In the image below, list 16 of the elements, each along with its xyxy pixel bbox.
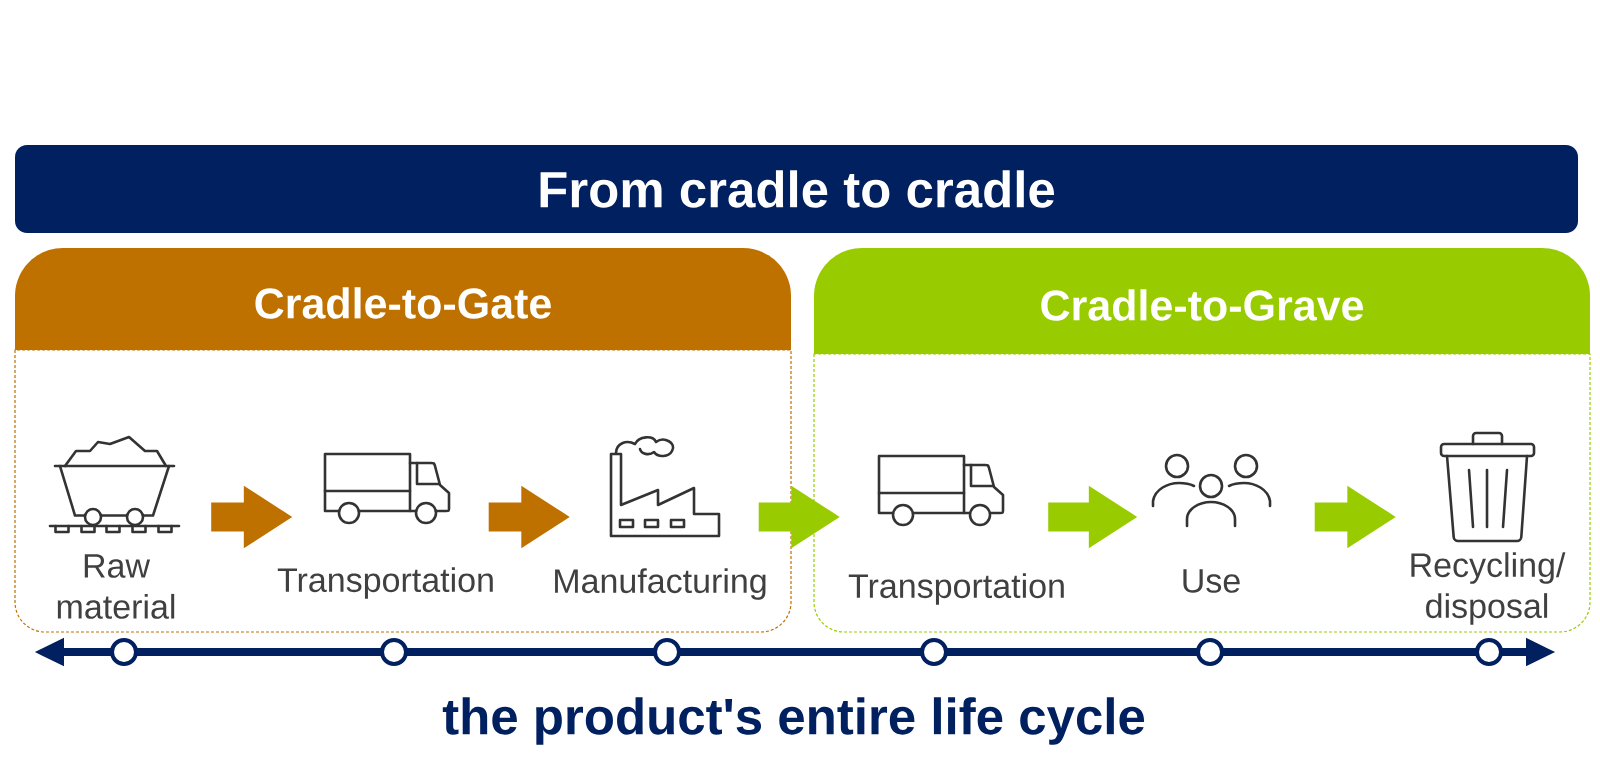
stage-caption: Manufacturing	[555, 568, 766, 600]
truck-icon	[323, 452, 451, 525]
timeline-label: the product's entire life cycle	[442, 697, 1145, 745]
stage-caption: Use	[1183, 569, 1240, 593]
node-label: Cradle-to-Grave	[1041, 289, 1364, 321]
stage-caption: Raw material	[57, 554, 175, 619]
stage-caption: Transportation	[848, 573, 1064, 605]
title-banner: From cradle to cradle	[15, 145, 1578, 233]
truck-icon	[877, 454, 1005, 527]
stage-caption: Transportation	[277, 567, 493, 599]
people-icon	[1151, 453, 1272, 528]
mine-cart-icon	[48, 435, 181, 534]
trash-can-icon	[1439, 431, 1536, 543]
stage-caption: Recycling/ disposal	[1411, 552, 1566, 625]
factory-icon	[609, 436, 721, 538]
node-label: Cradle-to-Gate	[255, 287, 551, 319]
